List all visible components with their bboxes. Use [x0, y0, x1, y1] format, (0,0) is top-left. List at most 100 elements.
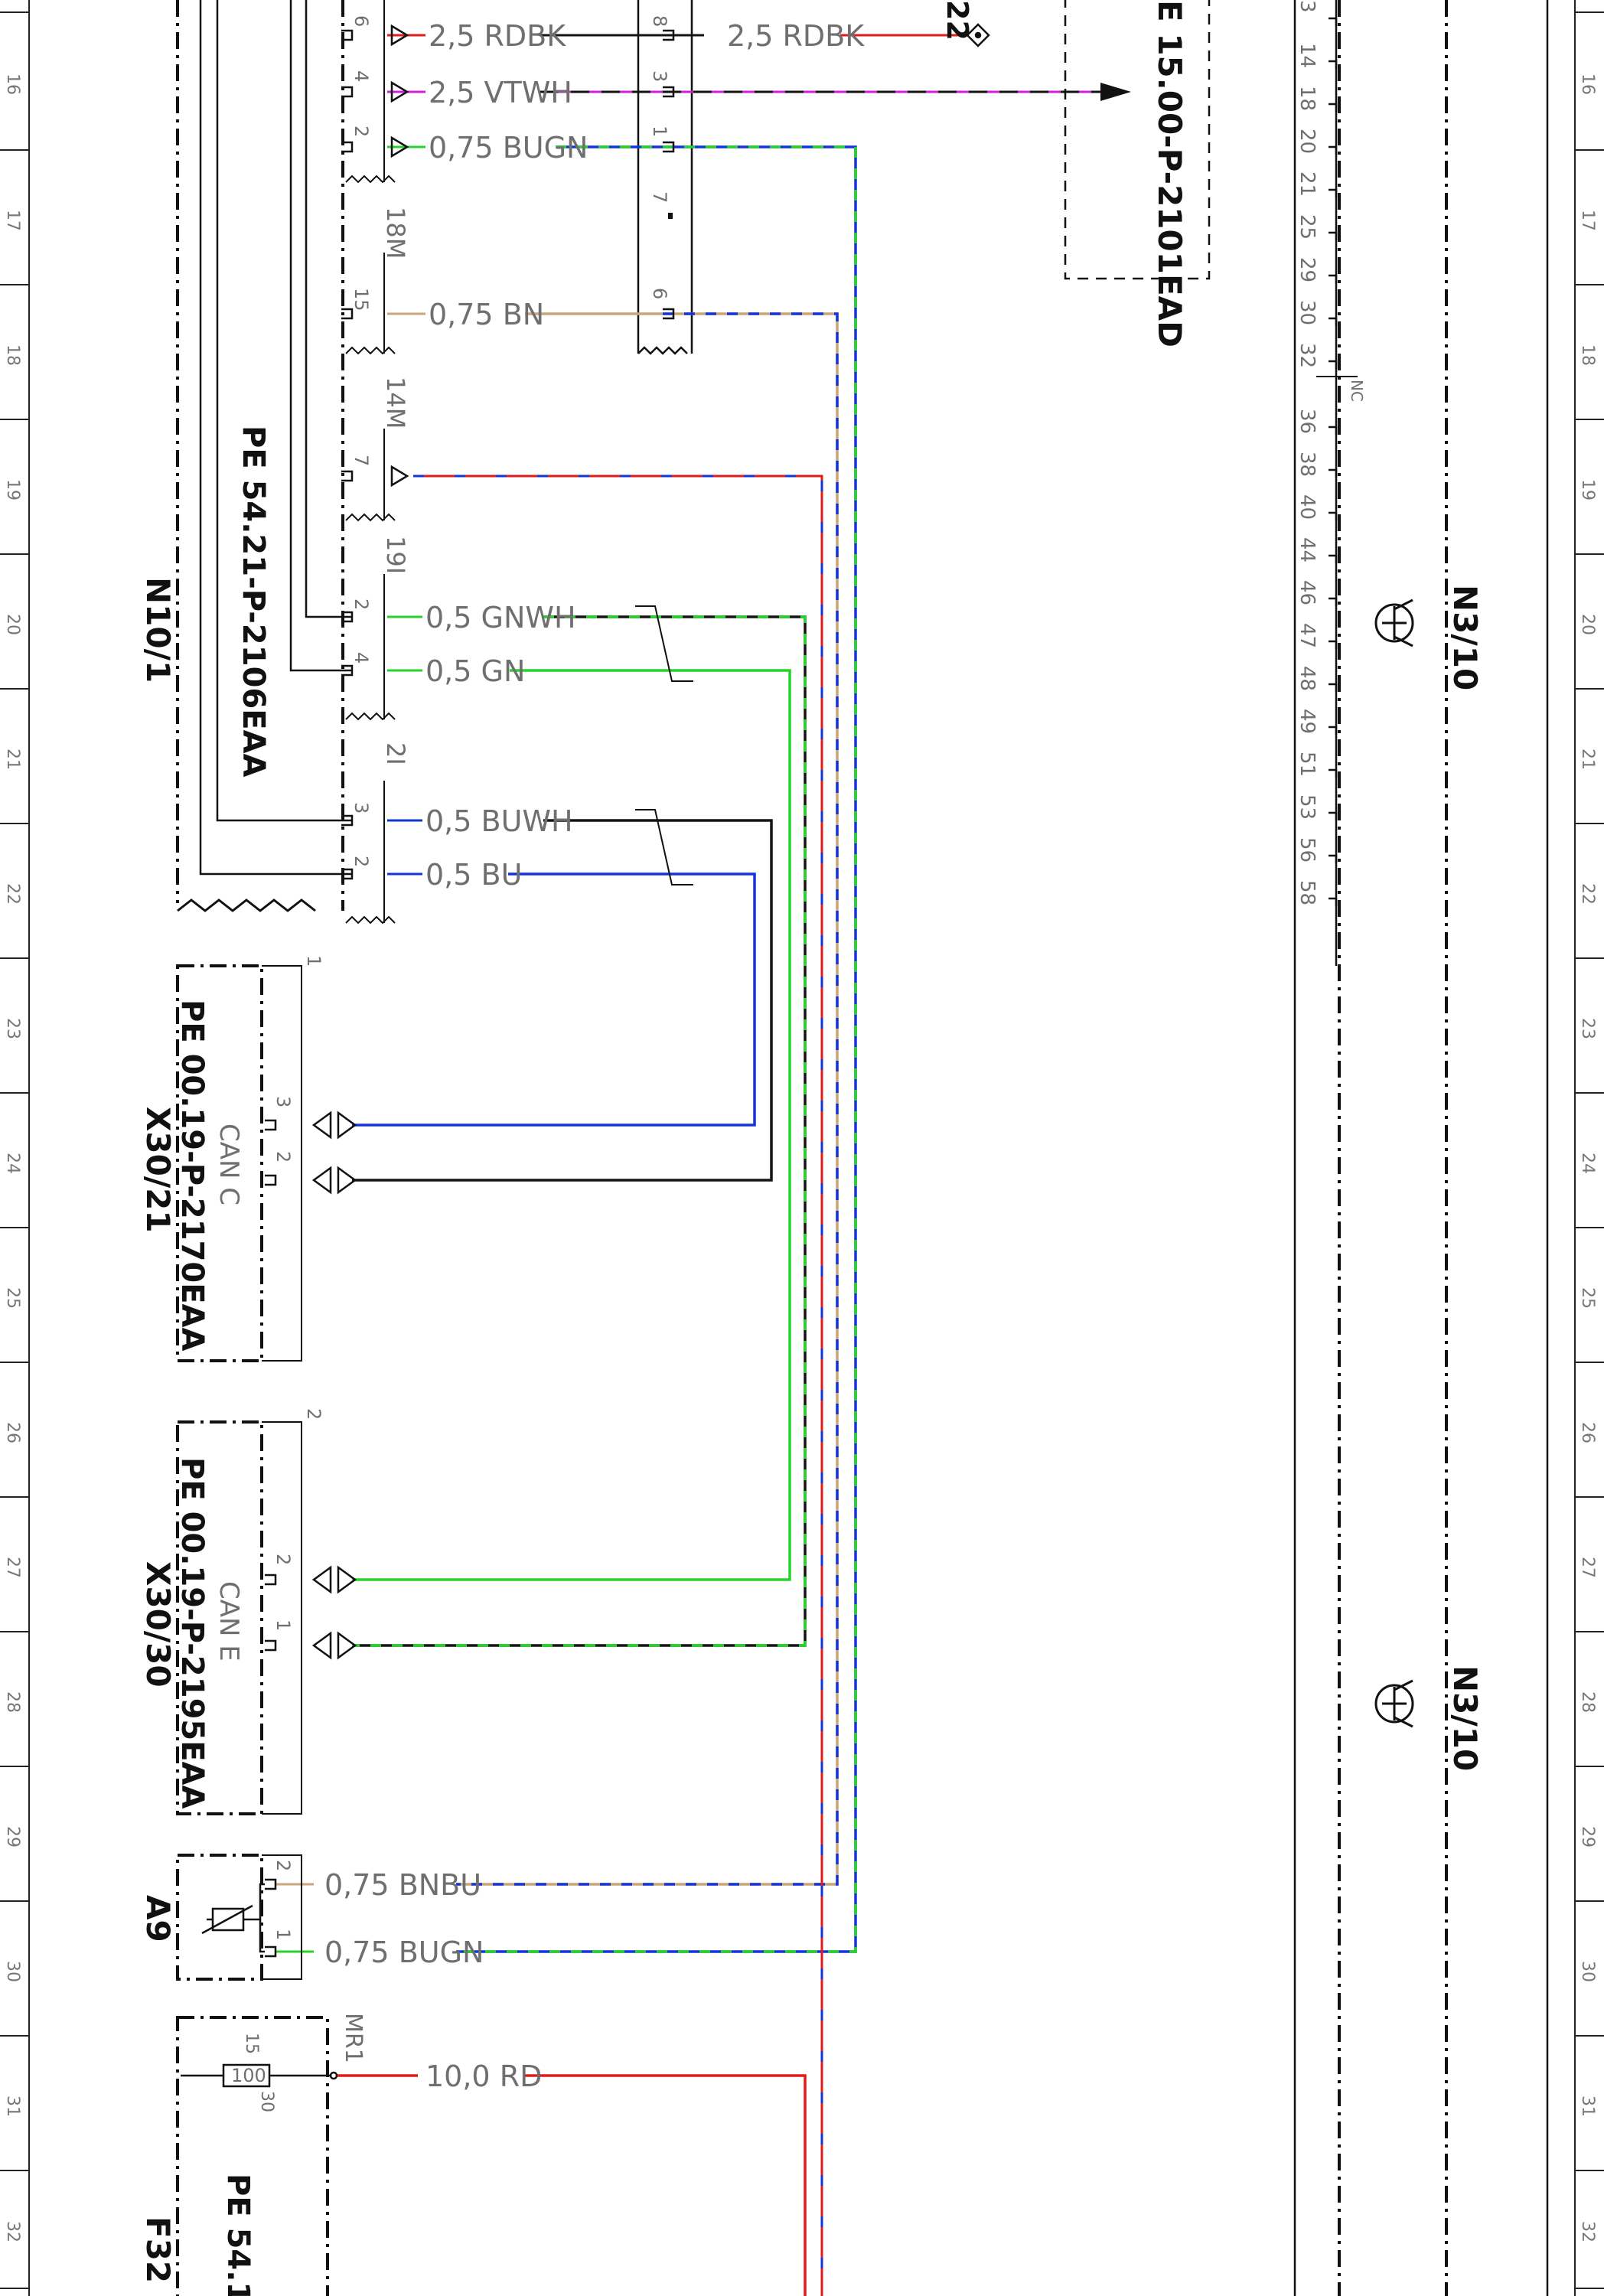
connector-arrows [390, 24, 409, 488]
can-e-connectors [311, 1565, 357, 1660]
n3-10-pin-number: 47 [1296, 623, 1319, 648]
pin-bracket [1329, 231, 1338, 240]
label-pe-x30-21: PE 00.19-P-2170EAA [174, 1000, 210, 1352]
pin-2c: 2 [350, 856, 372, 867]
connector-14m: 14M [381, 377, 410, 429]
pin-2b: 2 [350, 598, 372, 610]
label-x30-30: X30/30 [139, 1561, 177, 1688]
connector-18m: 18M [381, 207, 410, 259]
scale-number: 25 [1578, 1287, 1597, 1309]
scale-number: 30 [1578, 1961, 1597, 1982]
scale-number: 24 [1578, 1153, 1597, 1174]
x30-21-box [176, 964, 263, 1362]
scale-number: 28 [3, 1691, 22, 1713]
wire-label-w7: 0,5 BUWH [425, 804, 573, 838]
pin-bracket [1329, 640, 1338, 649]
n3-10-boundary [1293, 0, 1549, 2296]
n3-10-pin-number: 21 [1296, 171, 1319, 197]
n10-1-break-line [177, 899, 316, 912]
x21-pin-2: 2 [272, 1151, 294, 1163]
pin-bracket [1329, 103, 1338, 112]
x30-pin-1: 1 [272, 1619, 294, 1631]
pin-bracket [1329, 17, 1338, 26]
pin-brackets [265, 29, 675, 1958]
pin-bracket [1329, 60, 1338, 69]
label-pe-f32: PE 54.15 [220, 2174, 256, 2296]
n3-10-pin-number: 14 [1296, 43, 1319, 68]
wire-label-w6: 0,5 GN [425, 654, 525, 688]
n3-10-pin-number: 32 [1296, 343, 1319, 368]
n3-10-pin-number: 25 [1296, 214, 1319, 240]
diamond-terminal [966, 23, 990, 47]
mid-pin-7: 7 [649, 191, 670, 203]
scale-number: 27 [3, 1557, 22, 1578]
label-can-c: CAN C [214, 1124, 244, 1205]
label-f32: F32 [139, 2216, 177, 2283]
x30-30-box [176, 1420, 263, 1815]
a9-pin-1: 1 [272, 1929, 294, 1940]
label-can-e: CAN E [214, 1581, 244, 1662]
label-terminal-22: 22 [941, 0, 974, 41]
n3-10-pin-number: 56 [1296, 837, 1319, 863]
x30-pin-2: 2 [303, 1408, 324, 1420]
scale-number: 17 [1578, 210, 1597, 231]
scale-number: 19 [1578, 479, 1597, 501]
n3-10-pin-number: 20 [1296, 129, 1319, 154]
wire-label-w2: 2,5 VTWH [429, 76, 572, 109]
pin-bracket [1329, 811, 1338, 820]
f32-box [176, 2016, 329, 2296]
scale-number: 18 [1578, 344, 1597, 366]
x30-pin-2b: 2 [272, 1554, 294, 1565]
wire-label-w10: 0,75 BUGN [324, 1936, 484, 1969]
scale-number: 26 [3, 1422, 22, 1443]
n3-10-pin-number: 46 [1296, 580, 1319, 605]
scale-number: 28 [1578, 1691, 1597, 1713]
pin-4b: 4 [350, 652, 372, 664]
scale-number: 25 [3, 1287, 22, 1309]
transistor-symbol-lower [1374, 1679, 1414, 1728]
scale-number: 20 [1578, 614, 1597, 635]
n3-10-pin-number: 44 [1296, 537, 1319, 563]
pin-4: 4 [350, 70, 372, 82]
label-x30-21: X30/21 [139, 1107, 177, 1233]
n3-10-pin-number: 38 [1296, 452, 1319, 477]
scale-number: 31 [1578, 2095, 1597, 2117]
label-a9: A9 [139, 1895, 177, 1942]
scale-number: 16 [3, 73, 22, 95]
wire-label-w3: 0,75 BUGN [429, 131, 588, 165]
scale-number: 22 [1578, 883, 1597, 905]
a9-bracket [262, 1854, 302, 1980]
scale-number: 32 [1578, 2221, 1597, 2242]
scale-number: 27 [1578, 1557, 1597, 1578]
n3-10-pin-number: 40 [1296, 494, 1319, 520]
scale-number: 31 [3, 2095, 22, 2117]
a9-box [176, 1854, 263, 1981]
n3-10-pin-list: 3141820212529303236384044464748495153565… [1296, 0, 1319, 905]
scale-number: 30 [3, 1961, 22, 1982]
label-n3-10-lower: N3/10 [1446, 1665, 1484, 1771]
scale-number: 21 [1578, 748, 1597, 770]
transistor-symbol-upper [1374, 598, 1414, 647]
scale-number: 23 [1578, 1018, 1597, 1039]
pin-6: 6 [350, 15, 372, 27]
scale-number: 21 [3, 748, 22, 770]
scale-number: 29 [3, 1826, 22, 1848]
wire-label-w8: 0,5 BU [425, 858, 522, 892]
pin-bracket [1329, 554, 1338, 563]
fuse-value: 100 [231, 2065, 266, 2086]
arrow-to-module [1100, 83, 1131, 101]
middle-connector [637, 0, 693, 355]
n3-10-pin-number: 30 [1296, 300, 1319, 325]
n3-10-pin-number: 3 [1296, 0, 1319, 13]
x21-pin-1: 1 [303, 955, 324, 967]
scale-number: 23 [3, 1018, 22, 1039]
pin-bracket [1329, 317, 1338, 326]
scale-number: 17 [3, 210, 22, 231]
wire-label-w1b: 2,5 RDBK [727, 19, 865, 53]
right-scale [1574, 0, 1604, 2296]
fuse-symbol [181, 2063, 338, 2088]
a9-pin-2: 2 [272, 1860, 294, 1871]
mid-pin-8: 8 [649, 15, 670, 27]
